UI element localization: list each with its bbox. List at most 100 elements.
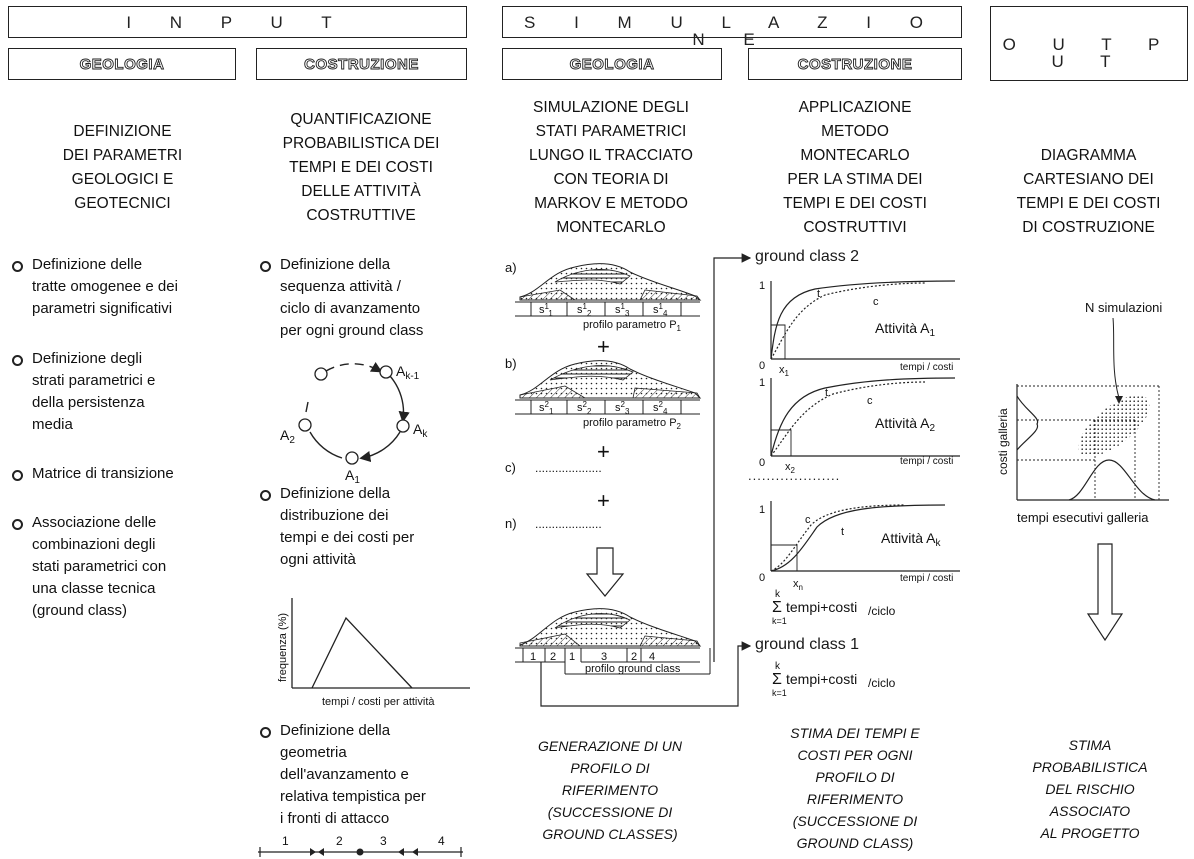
time-cost-output-chart: N simulazioni costi galleria tempi esecu… [996,300,1169,525]
cycle-node [345,451,359,465]
curve-c [770,282,926,360]
profile-caption: profilo ground class [585,663,681,675]
col2-item-line: Definizione della [280,485,391,502]
col5-result-line: DEL RISCHIO [1045,781,1135,797]
col2-item: Definizione della geometria dell'avanzam… [280,720,480,830]
cycle-arc [389,375,410,423]
svg-text:c: c [805,514,811,526]
profile-layer [639,289,701,301]
output-banner-label: O U T P U T [1002,35,1176,71]
profile-layer [554,613,631,629]
svg-text:0: 0 [759,572,765,584]
col5-result: STIMA PROBABILISTICA DEL RISCHIO ASSOCIA… [990,734,1190,844]
cycle-arc [309,431,343,459]
col2-heading-line: DELLE ATTIVITÀ [301,183,421,200]
col5-heading: DIAGRAMMA CARTESIANO DEI TEMPI E DEI COS… [985,144,1192,240]
curve-t [770,280,956,360]
col4-heading: APPLICAZIONE METODO MONTECARLO PER LA ST… [744,96,966,240]
profile-label: a) [505,260,517,275]
col1-item-line: Matrice di transizione [32,465,174,482]
col1-heading-line: DEFINIZIONE [73,123,172,140]
simulation-banner: S I M U L A Z I O N E [502,6,962,48]
col1-item-line: parametri significativi [32,300,173,317]
col1-item-line: combinazioni degli [32,536,156,553]
col1-item: Associazione delle combinazioni degli st… [32,512,247,622]
profile-label: n) [505,516,517,531]
svg-text:x1: x1 [779,364,790,378]
cell-label: s14 [653,302,668,318]
plus-sign: + [597,439,610,464]
dotted-line: .................... [535,461,602,475]
sim-geology-label: GEOLOGIA [569,56,655,73]
col1-item: Definizione degli strati parametrici e d… [32,348,247,436]
profile-caption: profilo parametro P1 [583,319,682,333]
col1-heading-line: DEI PARAMETRI [62,147,183,164]
cycle-node [298,418,312,432]
chart-separator-dots: .................... [748,468,841,483]
input-construction-banner: COSTRUZIONE [256,48,467,80]
col2-item-line: tempi e dei costi per [280,529,415,546]
connector-line [713,253,752,662]
col4-result-line: RIFERIMENTO [806,791,904,807]
sum-formula-bottom: k Σ tempi+costi /ciclo k=1 [772,661,896,698]
col1-item-line: Definizione degli [32,350,143,367]
col3-result-line: (SUCCESSIONE DI [547,804,673,820]
curve-c [770,504,906,572]
ground-class-2-label: ground class 2 [755,248,860,265]
col4-result-line: GROUND CLASS) [796,835,914,851]
svg-text:1: 1 [759,504,765,516]
col5-heading-line: DI COSTRUZIONE [1022,219,1155,236]
col1-item-line: media [32,416,73,433]
activity-cycle-diagram: Ak-1 Ak A1 A2 [280,361,428,486]
col4-heading-line: METODO [821,123,889,140]
plus-sign: + [597,334,610,359]
col5-result-line: STIMA [1068,737,1112,753]
col4-result-line: COSTI PER OGNI [797,747,913,763]
scatter-cloud [1078,395,1150,457]
sim-construction-label: COSTRUZIONE [797,56,913,73]
col3-result: GENERAZIONE DI UN PROFILO DI RIFERIMENTO… [505,735,715,845]
col2-item: Definizione della distribuzione dei temp… [280,483,480,571]
col2-item-line: geometria [280,744,347,761]
cell-label: s12 [577,302,592,318]
col3-result-line: GROUND CLASSES) [542,826,678,842]
col1-item-line: strati parametrici e [32,372,156,389]
bullet-icon [12,519,23,530]
sum-formula-top: k Σ tempi+costi /ciclo k=1 [772,589,896,626]
svg-text:xn: xn [793,578,803,592]
svg-text:Attività A2: Attività A2 [875,415,935,434]
col2-item-line: ciclo di avanzamento [280,300,421,317]
cell-label: s13 [615,302,630,318]
col5-heading-line: CARTESIANO DEI [1023,171,1154,188]
bullet-icon [260,261,271,272]
col2-item-line: sequenza attività / [280,278,401,295]
n-simulations-label: N simulazioni [1085,300,1162,315]
activity-chart-2: 1 0 t c Attività A2 x2 tempi / costi [759,377,960,475]
cycle-arc [359,431,401,463]
col2-heading: QUANTIFICAZIONE PROBABILISTICA DEI TEMPI… [250,108,472,228]
col1-heading-line: GEOLOGICI E [71,171,174,188]
col3-heading-line: MONTECARLO [556,219,666,236]
profile-layer [554,269,631,285]
cell-label: s24 [653,400,668,416]
output-x-label: tempi esecutivi galleria [1017,510,1149,525]
output-y-label: costi galleria [996,408,1010,475]
col2-item-line: distribuzione dei [280,507,389,524]
curve-t [770,377,956,457]
sim-construction-banner: COSTRUZIONE [748,48,962,80]
output-down-arrow-icon [1086,543,1124,642]
col5-result-line: ASSOCIATO [1049,803,1131,819]
input-construction-label: COSTRUZIONE [304,56,419,73]
svg-text:c: c [873,296,879,308]
curve-c [770,381,926,457]
col3-heading-line: CON TEORIA DI [553,171,669,188]
svg-text:1: 1 [759,280,765,292]
dotted-line: .................... [535,517,602,531]
svg-text:tempi / costi: tempi / costi [900,456,953,467]
gc-cell: 1 [569,651,575,663]
profile-layer [519,289,577,301]
horizontal-distribution [1068,459,1156,501]
freq-x-label: tempi / costi per attività [322,696,435,708]
col4-result-line: PROFILO DI [815,769,895,785]
